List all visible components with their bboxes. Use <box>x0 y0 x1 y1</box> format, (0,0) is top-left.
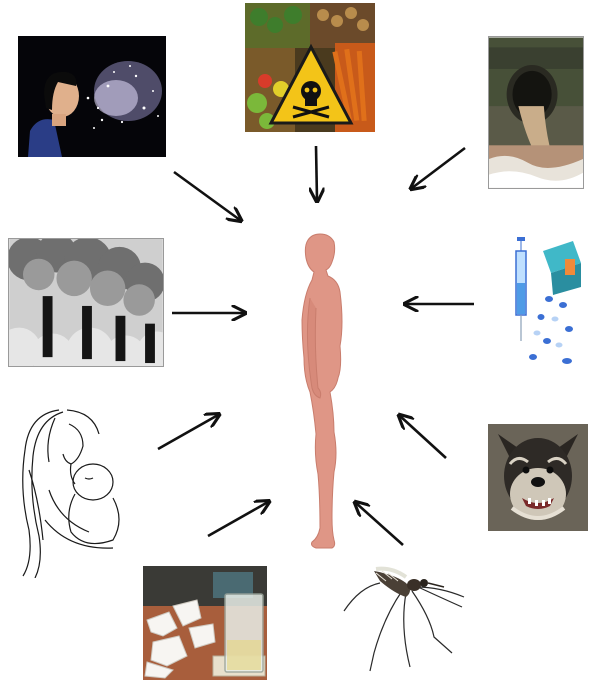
arrow-from-sneeze <box>174 172 240 220</box>
human-body-figure <box>290 228 350 550</box>
human-body-side-view <box>302 234 342 548</box>
syringe-and-pills-icon <box>507 233 587 377</box>
arrow-from-tissues <box>208 502 268 536</box>
syringe-and-pills-image <box>507 233 587 377</box>
arrow-from-dog <box>400 416 446 458</box>
arrow-from-mosquito <box>356 503 403 545</box>
snarling-dog-image <box>488 424 588 531</box>
arrow-from-food <box>316 146 317 200</box>
mother-and-baby-image <box>9 400 127 578</box>
sneezing-person-image <box>18 36 166 157</box>
tissues-and-glass-icon <box>143 566 267 680</box>
person-sneezing-icon <box>18 36 166 157</box>
food-with-poison-hazard-icon <box>245 3 375 132</box>
arrow-from-sewage <box>412 148 465 188</box>
sewage-pipe-icon <box>489 37 583 188</box>
mother-and-baby-icon <box>9 400 127 578</box>
tissues-and-glass-image <box>143 566 267 680</box>
mosquito-icon <box>340 557 470 674</box>
contaminated-food-image <box>245 3 375 132</box>
snarling-dog-icon <box>488 424 588 531</box>
smokestacks-image <box>8 238 164 367</box>
arrow-from-mother <box>158 415 218 449</box>
factory-smokestacks-icon <box>9 239 163 366</box>
mosquito-image <box>340 557 470 674</box>
sewage-pipe-image <box>488 36 584 189</box>
